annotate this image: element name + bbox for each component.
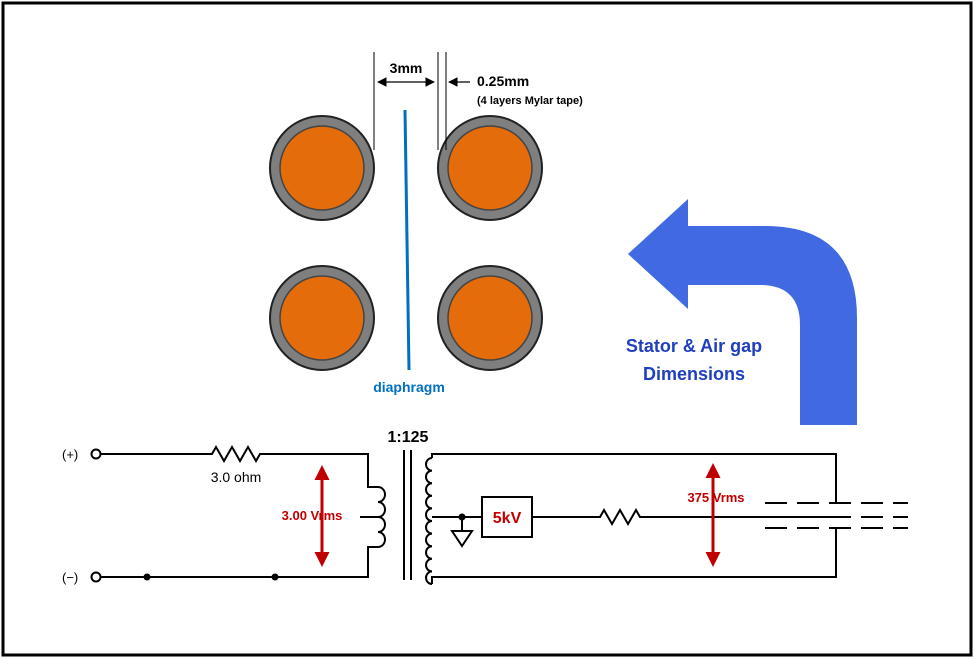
- plus-terminal-label: (+): [62, 447, 78, 462]
- junction-dot: [271, 573, 279, 581]
- diaphragm-line: [403, 109, 411, 371]
- junction-dot: [458, 513, 466, 521]
- circuit: [90, 444, 908, 585]
- callout-arrow: [628, 199, 857, 425]
- diaphragm-label: diaphragm: [373, 379, 445, 395]
- resistor-label: 3.0 ohm: [211, 469, 262, 485]
- minus-terminal-label: (−): [62, 570, 78, 585]
- mylar-dimension: 0.25mm (4 layers Mylar tape): [445, 52, 583, 150]
- plus-terminal: [90, 448, 102, 460]
- thickness-label: 0.25mm: [477, 73, 529, 89]
- secondary-coil: [425, 457, 433, 585]
- bias-resistor-wire: [532, 507, 836, 527]
- thickness-note: (4 layers Mylar tape): [477, 95, 583, 107]
- secondary-bottom-wire: [431, 528, 837, 584]
- supply-label: 5kV: [493, 510, 522, 527]
- gap-dimension: 3mm: [373, 52, 439, 150]
- secondary-top-wire: [431, 453, 837, 503]
- turns-ratio-label: 1:125: [388, 429, 429, 446]
- primary-voltage-label: 3.00 Vrms: [282, 508, 343, 523]
- primary-top-wire: [101, 444, 378, 488]
- secondary-voltage-label: 375 Vrms: [687, 490, 744, 505]
- stator-rods: [269, 115, 543, 371]
- callout-line2: Dimensions: [643, 364, 745, 384]
- minus-terminal: [90, 571, 102, 583]
- gap-label: 3mm: [390, 60, 423, 76]
- ground-symbol: [450, 530, 474, 548]
- junction-dot: [143, 573, 151, 581]
- callout-line1: Stator & Air gap: [626, 336, 762, 356]
- primary-bottom-wire: [101, 546, 378, 578]
- primary-coil: [377, 486, 386, 548]
